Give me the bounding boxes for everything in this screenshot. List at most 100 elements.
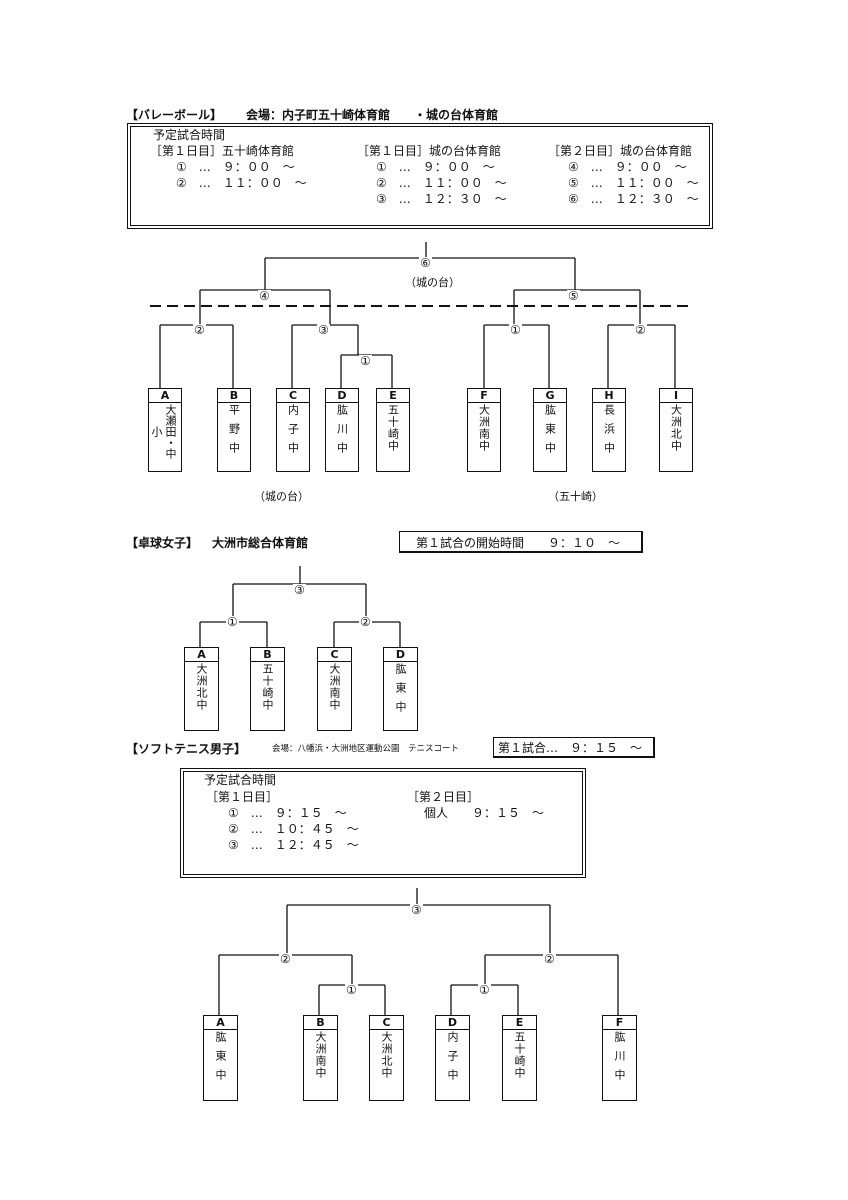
team-letter: C [370, 1016, 403, 1030]
match-number: ② [193, 323, 206, 337]
team-name: 肱川中 [335, 404, 349, 461]
team-name: 内子中 [286, 404, 300, 461]
venue-label: （五十崎） [548, 490, 603, 503]
soft-tennis-venue: 会場：八幡浜・大洲地区運動公園 テニスコート [272, 744, 460, 754]
team-box: F 肱川中 [602, 1015, 637, 1101]
team-box: C 大洲南中 [317, 647, 352, 731]
team-name: 長浜中 [602, 404, 616, 461]
volleyball-day-label: ［第１日目］五十崎体育館 [150, 144, 295, 158]
team-name: 大洲南中 [328, 663, 341, 711]
venue-label: （城の台） [405, 276, 460, 289]
team-box: B 大洲南中 [303, 1015, 338, 1101]
volleyball-time: ⑥ … １２：３０ ～ [568, 192, 699, 206]
team-letter: C [318, 648, 351, 662]
match-number: ① [509, 323, 522, 337]
team-letter: G [534, 389, 566, 403]
team-box: B 五十崎中 [250, 647, 285, 731]
team-letter: C [277, 389, 309, 403]
volleyball-time: ② … １１：００ ～ [376, 176, 507, 190]
team-letter: F [603, 1016, 636, 1030]
team-box: A 肱東中 [203, 1015, 238, 1101]
match-number: ③ [410, 903, 423, 917]
soft-tennis-schedule-heading: 予定試合時間 [204, 773, 277, 787]
team-name: 肱東中 [543, 404, 557, 461]
soft-tennis-time: ③ … １２：４５ ～ [228, 838, 359, 852]
team-name: 肱東中 [214, 1031, 227, 1088]
table-tennis-title: 【卓球女子】 [126, 536, 199, 550]
soft-tennis-day2-label: ［第２日目］ [407, 790, 480, 804]
team-box: A 小 大瀬田・中 [148, 388, 182, 472]
team-name: 大洲北中 [380, 1031, 393, 1079]
soft-tennis-day1-label: ［第１日目］ [206, 790, 279, 804]
volleyball-time: ② … １１：００ ～ [176, 176, 307, 190]
volleyball-day-label: ［第２日目］城の台体育館 [548, 144, 693, 158]
match-number: ② [359, 615, 372, 629]
team-letter: E [503, 1016, 536, 1030]
table-tennis-start-box [399, 531, 643, 553]
team-name: 大洲南中 [477, 404, 491, 452]
match-number: ① [359, 354, 372, 368]
match-number: ③ [293, 583, 306, 597]
soft-tennis-start-time: 第１試合… ９：１５ ～ [498, 741, 643, 755]
team-name: 肱東中 [394, 663, 407, 720]
team-box: H 長浜中 [592, 388, 626, 472]
volleyball-time: ⑤ … １１：００ ～ [568, 176, 699, 190]
team-name: 五十崎中 [261, 663, 274, 711]
match-number: ② [543, 952, 556, 966]
volleyball-time: ① … ９：００ ～ [176, 160, 295, 174]
volleyball-day-label: ［第１日目］城の台体育館 [357, 144, 502, 158]
volleyball-title: 【バレーボール】 [126, 108, 223, 122]
team-letter: D [436, 1016, 469, 1030]
team-name-col: 小 [150, 426, 163, 437]
team-letter: B [218, 389, 250, 403]
team-letter: I [660, 389, 692, 403]
match-number: ① [345, 983, 358, 997]
match-number: ⑥ [419, 256, 432, 270]
team-letter: D [326, 389, 358, 403]
team-letter: A [185, 648, 218, 662]
soft-tennis-time: ② … １０：４５ ～ [228, 822, 359, 836]
team-box: I 大洲北中 [659, 388, 693, 472]
team-letter: B [251, 648, 284, 662]
team-letter: F [468, 389, 500, 403]
volleyball-venue: 会場：内子町五十崎体育館 ・城の台体育館 [246, 108, 499, 122]
team-name: 五十崎中 [386, 404, 400, 452]
team-letter: E [377, 389, 409, 403]
team-box: E 五十崎中 [376, 388, 410, 472]
team-name: 五十崎中 [513, 1031, 526, 1079]
team-box: G 肱東中 [533, 388, 567, 472]
table-tennis-venue: 大洲市総合体育館 [212, 536, 309, 550]
match-number: ② [634, 323, 647, 337]
match-number: ② [279, 952, 292, 966]
team-box: E 五十崎中 [502, 1015, 537, 1101]
team-name: 小 大瀬田・中 [149, 403, 181, 459]
team-box: A 大洲北中 [184, 647, 219, 731]
soft-tennis-time: 個人 ９：１５ ～ [424, 806, 545, 820]
team-box: B 平野中 [217, 388, 251, 472]
team-name: 大洲南中 [314, 1031, 327, 1079]
volleyball-time: ④ … ９：００ ～ [568, 160, 687, 174]
match-number: ④ [258, 289, 271, 303]
soft-tennis-title: 【ソフトテニス男子】 [126, 742, 247, 756]
team-box: D 肱川中 [325, 388, 359, 472]
team-name: 肱川中 [613, 1031, 626, 1088]
venue-label: （城の台） [254, 490, 309, 503]
team-name: 内子中 [446, 1031, 459, 1088]
volleyball-time: ③ … １２：３０ ～ [376, 192, 507, 206]
soft-tennis-schedule-box [180, 768, 586, 878]
team-letter: A [149, 389, 181, 403]
team-box: C 大洲北中 [369, 1015, 404, 1101]
volleyball-time: ① … ９：００ ～ [376, 160, 495, 174]
match-number: ③ [317, 323, 330, 337]
team-box: D 内子中 [435, 1015, 470, 1101]
volleyball-schedule-box [127, 123, 713, 229]
team-name-col: 大瀬田・中 [164, 404, 177, 459]
soft-tennis-time: ① … ９：１５ ～ [228, 806, 347, 820]
team-box: D 肱東中 [383, 647, 418, 731]
team-name: 平野中 [227, 404, 241, 461]
team-name: 大洲北中 [669, 404, 683, 452]
team-letter: B [304, 1016, 337, 1030]
match-number: ① [478, 983, 491, 997]
match-number: ① [226, 615, 239, 629]
